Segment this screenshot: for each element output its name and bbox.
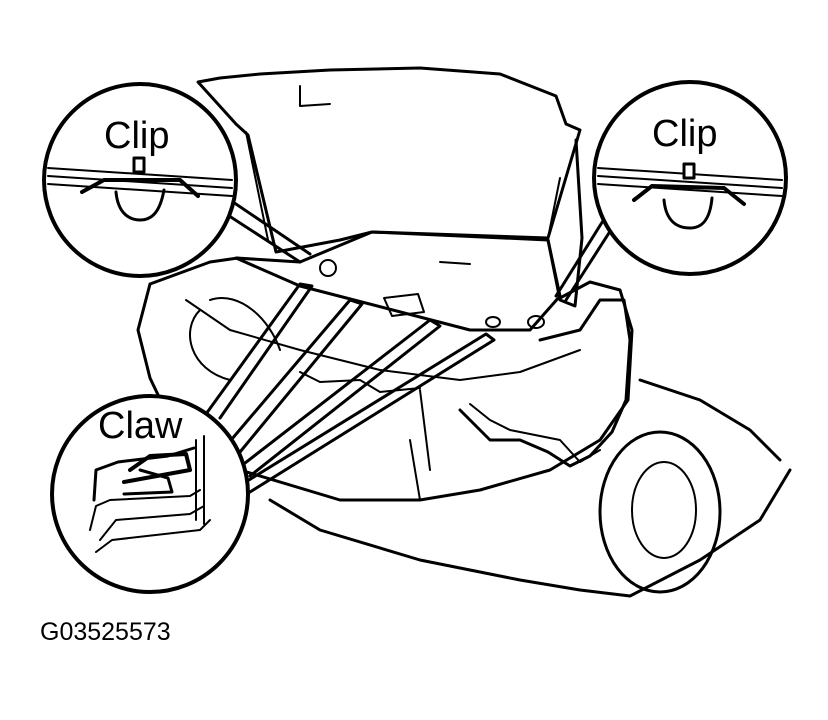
right-clip-leader-line xyxy=(554,214,618,302)
rear-bumper xyxy=(268,468,792,598)
rear-wheel-hub xyxy=(631,461,697,559)
claw-label: Claw xyxy=(98,405,183,447)
trunk-lid-inner-edge xyxy=(245,85,561,241)
figure-code: G03525573 xyxy=(40,618,171,646)
right-clip-callout: Clip xyxy=(592,80,788,276)
claw-callout: Claw xyxy=(50,394,250,594)
claw-leader-lines xyxy=(204,282,496,494)
left-clip-label: Clip xyxy=(104,115,169,157)
left-clip-leader-line xyxy=(218,198,312,264)
right-clip-label: Clip xyxy=(652,113,717,155)
quarter-panel xyxy=(638,378,782,462)
back-panel-holes xyxy=(319,259,545,329)
trunk-floor-lines xyxy=(185,297,601,501)
left-clip-callout: Clip xyxy=(42,82,238,278)
trunk-side-trim-right xyxy=(458,298,632,468)
trunk-lid xyxy=(196,66,582,254)
vehicle-rear-trunk-illustration xyxy=(136,66,792,598)
rear-wheel xyxy=(598,430,722,594)
